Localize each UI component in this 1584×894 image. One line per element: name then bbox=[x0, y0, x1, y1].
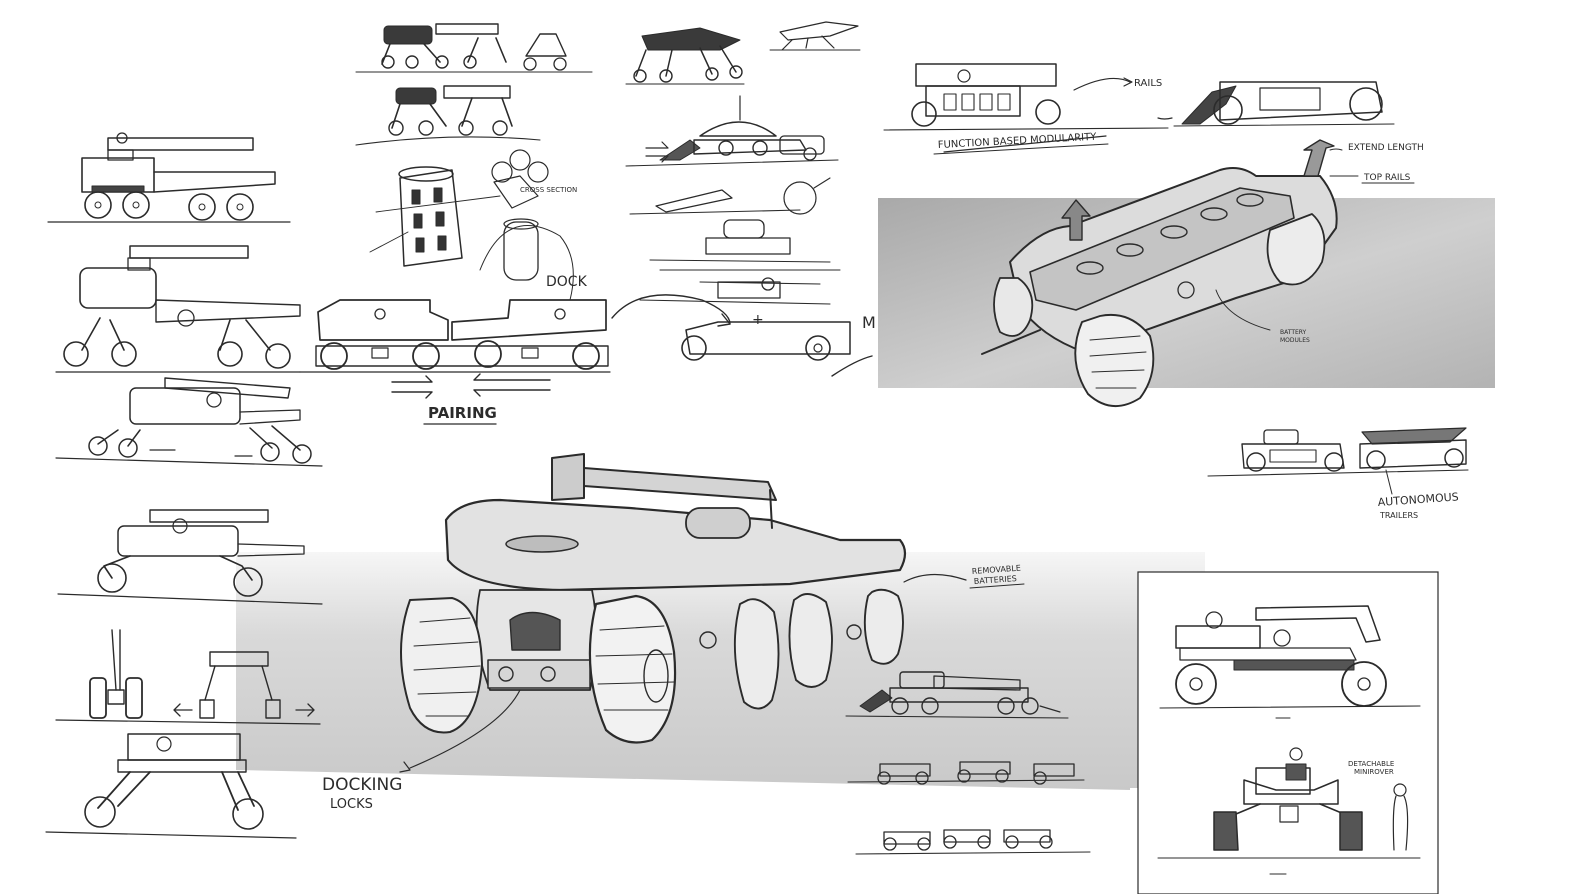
label-detachable-minirover-1: DETACHABLE bbox=[1348, 760, 1394, 768]
convoy-sketch-1 bbox=[847, 761, 1085, 785]
rover-sketch-front-view bbox=[55, 629, 321, 725]
label-battery-modules-1: BATTERY bbox=[1280, 329, 1307, 336]
label-rails: RAILS bbox=[1134, 78, 1162, 89]
render-rover-perspective bbox=[981, 139, 1359, 407]
pairing-sketch bbox=[299, 299, 611, 425]
concept-ramp-rover bbox=[629, 177, 841, 305]
panel-frame-bottom-right bbox=[1137, 571, 1439, 894]
rover-sketch-crane-1 bbox=[47, 132, 291, 223]
label-autonomous-trailers-2: TRAILERS bbox=[1379, 511, 1418, 520]
rover-sketch-tracked bbox=[55, 377, 323, 467]
docking-arrow-sketch bbox=[611, 294, 873, 377]
rover-sketch-tall-legs bbox=[45, 733, 297, 839]
tracked-rover-sketch bbox=[845, 671, 1069, 719]
label-autonomous-trailers-1: AUTONOMOUS bbox=[1377, 490, 1459, 509]
convoy-sketch-2 bbox=[855, 829, 1091, 855]
label-pairing: PAIRING bbox=[428, 404, 497, 422]
label-plus: + bbox=[752, 312, 764, 328]
label-function-based-modularity: FUNCTION BASED MODULARITY bbox=[938, 132, 1098, 151]
autonomous-trailers-sketch bbox=[1207, 427, 1469, 495]
concept-small-rover-2 bbox=[355, 85, 541, 146]
label-battery-modules-2: MODULES bbox=[1280, 337, 1310, 344]
label-extend-length: EXTEND LENGTH bbox=[1348, 143, 1424, 153]
concept-grasshopper-rover bbox=[625, 21, 861, 85]
label-docking-locks-1: DOCKING bbox=[322, 775, 402, 795]
label-m: M bbox=[862, 313, 876, 332]
concept-small-rover-1 bbox=[355, 23, 593, 73]
render-panel-center bbox=[236, 552, 1205, 790]
battery-module-cylinder bbox=[369, 149, 574, 301]
render-rover-hero bbox=[399, 453, 967, 773]
label-docking-locks-2: LOCKS bbox=[330, 797, 373, 812]
label-detachable-minirover-2: MINIROVER bbox=[1354, 768, 1394, 776]
label-removable-batteries-2: BATTERIES bbox=[974, 574, 1018, 586]
label-removable-batteries-1: REMOVABLE bbox=[972, 564, 1022, 576]
label-cross-section: CROSS SECTION bbox=[520, 186, 577, 194]
rover-sketch-legged bbox=[57, 509, 323, 605]
label-dock: DOCK bbox=[546, 274, 588, 290]
concept-dome-rover bbox=[625, 95, 839, 167]
modular-rover-rails bbox=[883, 63, 1395, 153]
rover-sketch-crane-2 bbox=[55, 245, 301, 373]
underline-function-based-modularity bbox=[933, 143, 1109, 155]
label-top-rails: TOP RAILS bbox=[1363, 173, 1411, 183]
crane-rover-detailed bbox=[1159, 605, 1421, 719]
minirover-tracked-rover bbox=[1157, 747, 1421, 875]
underline-removable-batteries bbox=[969, 583, 1025, 589]
